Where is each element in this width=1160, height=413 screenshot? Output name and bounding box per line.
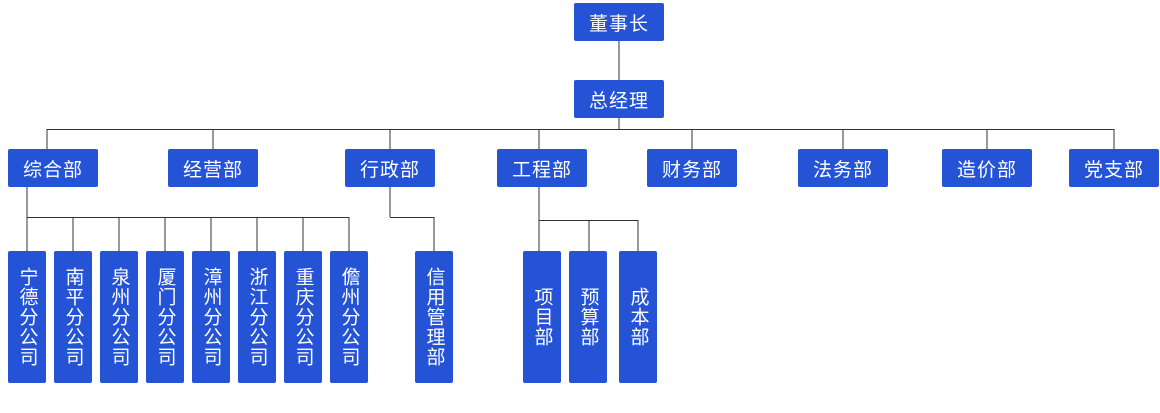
branch-box: 漳州分公司 [192,251,230,383]
general-manager-box: 总经理 [574,80,664,118]
dept-finance: 财务部 [647,149,737,187]
dept-cost: 造价部 [942,149,1032,187]
branch-box: 儋州分公司 [330,251,368,383]
dept-party-branch: 党支部 [1069,149,1159,187]
dept-legal: 法务部 [798,149,888,187]
budget-dept-box: 预算部 [569,251,607,383]
branch-box: 宁德分公司 [8,251,46,383]
credit-management-box: 信用管理部 [415,251,453,383]
project-dept-box: 项目部 [523,251,561,383]
branch-box: 浙江分公司 [238,251,276,383]
dept-general-affairs: 综合部 [8,149,98,187]
branch-box: 厦门分公司 [146,251,184,383]
dept-engineering: 工程部 [497,149,587,187]
chairman-box: 董事长 [574,3,664,41]
cost-control-dept-box: 成本部 [619,251,657,383]
branch-box: 泉州分公司 [100,251,138,383]
dept-administration: 行政部 [345,149,435,187]
dept-business: 经营部 [168,149,258,187]
branch-box: 南平分公司 [54,251,92,383]
branch-box: 重庆分公司 [284,251,322,383]
